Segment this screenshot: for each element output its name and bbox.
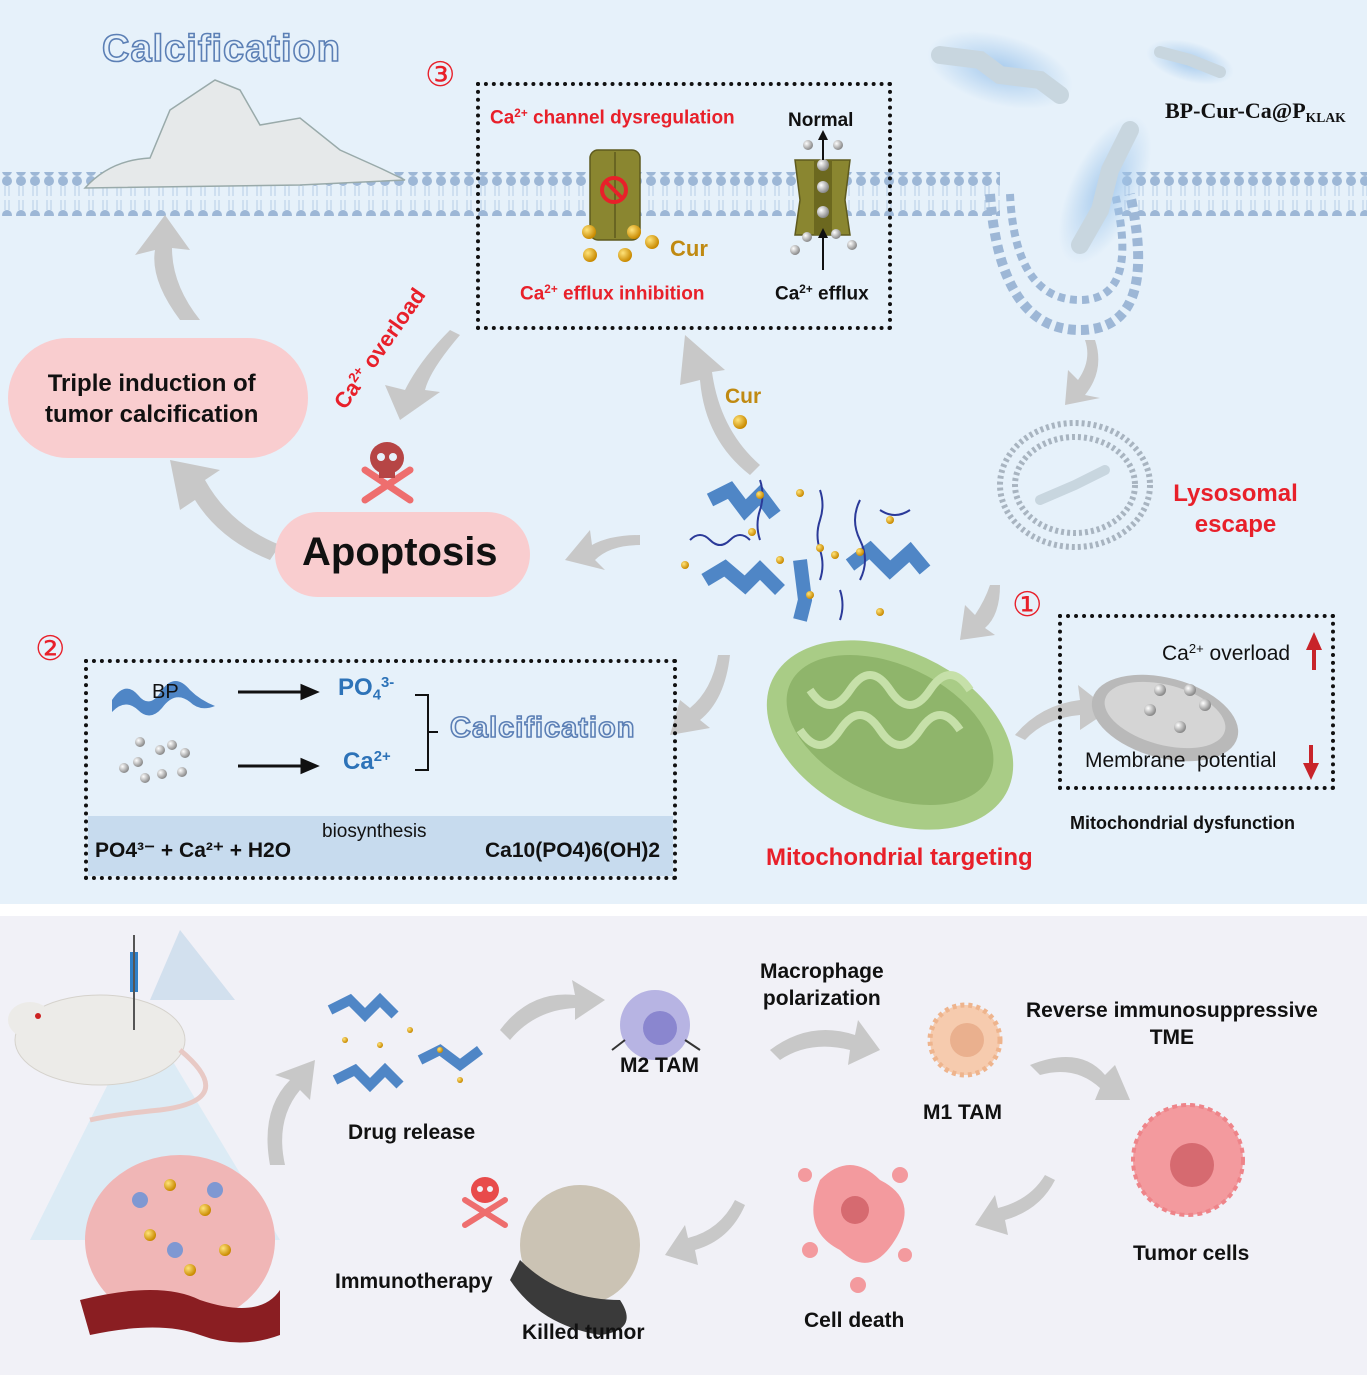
triple-induction-cloud xyxy=(8,338,308,458)
flow-arrows-bottom xyxy=(267,980,1130,1265)
efflux-prefix: Ca xyxy=(775,283,800,305)
step-1-box xyxy=(1058,614,1335,790)
channel-dysregulation-sup: 2+ xyxy=(514,107,528,120)
channel-dysregulation-rest: channel dysregulation xyxy=(527,107,735,129)
efflux-inhibition-prefix: Ca xyxy=(520,283,545,305)
blocked-calcium-channel-icon xyxy=(582,149,659,262)
step-3-box xyxy=(476,82,892,330)
lysosome-icon xyxy=(997,420,1153,550)
macrophage-polarization-label: Macrophage polarization xyxy=(760,958,884,1013)
mitochondrial-targeting-label: Mitochondrial targeting xyxy=(766,844,1033,871)
apoptosis-label: Apoptosis xyxy=(302,530,498,574)
triple-induction-label: Triple induction of tumor calcification xyxy=(45,368,258,430)
drug-release-label: Drug release xyxy=(348,1121,476,1144)
tumor-cell-icon xyxy=(1131,1103,1245,1217)
calcification-step2-label: Calcification xyxy=(449,712,636,744)
drug-release-nanostructure-icon xyxy=(681,415,931,622)
calcium-ion-label-sup: 2+ xyxy=(373,749,391,765)
m2-tam-label: M2 TAM xyxy=(620,1054,699,1077)
bp-label: BP xyxy=(152,681,179,703)
cell-death-label: Cell death xyxy=(804,1309,905,1332)
nanoparticle-label: BP-Cur-Ca@PKLAK xyxy=(1165,100,1346,125)
channel-dysregulation-label: Ca2+ channel dysregulation xyxy=(490,107,735,129)
mitochondrial-dysfunction-label: Mitochondrial dysfunction xyxy=(1070,813,1295,833)
efflux-inhibition-sup: 2+ xyxy=(544,283,558,296)
efflux-inhibition-rest: efflux inhibition xyxy=(557,283,705,305)
step-2-number: ② xyxy=(35,630,66,668)
red-direction-arrows xyxy=(1303,632,1322,780)
black-phosphorus-sheet-icon xyxy=(112,681,215,716)
nanoparticle-label-main: BP-Cur-Ca@P xyxy=(1165,98,1306,123)
efflux-inhibition-label: Ca2+ efflux inhibition xyxy=(520,283,705,305)
m2-macrophage-icon xyxy=(611,990,701,1060)
step-2-box xyxy=(84,659,677,880)
killed-tumor-icon xyxy=(510,1185,640,1335)
skull-crossbones-bottom-icon xyxy=(462,1177,508,1228)
biosynthesis-label: biosynthesis xyxy=(322,821,427,842)
flow-arrows-top xyxy=(135,215,1110,740)
calcium-ions-icon xyxy=(119,737,190,783)
step-3-number: ③ xyxy=(425,56,456,94)
efflux-rest: efflux xyxy=(812,283,869,305)
triple-induction-line1: Triple induction of xyxy=(47,370,256,397)
membrane-potential-label: Membrane potential xyxy=(1085,749,1277,772)
reverse-tme-line1: Reverse immunosuppressive xyxy=(1026,999,1318,1022)
equation-band xyxy=(88,816,673,876)
calcium-ion-label-main: Ca xyxy=(343,748,374,776)
macrophage-polarization-line1: Macrophage xyxy=(760,960,884,983)
calcium-ion-label: Ca2+ xyxy=(343,750,391,774)
equation-left: PO4³⁻ + Ca²⁺ + H2O xyxy=(95,839,292,862)
efflux-sup: 2+ xyxy=(799,283,813,296)
efflux-label: Ca2+ efflux xyxy=(775,283,869,305)
mito-ca-overload-label: Ca2+ overload xyxy=(1162,642,1290,664)
cur-free-label: Cur xyxy=(725,385,762,408)
released-drug-icon xyxy=(327,992,483,1093)
tumor-tissue-icon xyxy=(80,1155,280,1343)
equation-right: Ca10(PO4)6(OH)2 xyxy=(485,839,661,862)
skull-crossbones-icon xyxy=(361,442,414,504)
calcification-title: Calcification xyxy=(101,28,341,70)
mito-ca-overload-prefix: Ca xyxy=(1162,642,1189,666)
mito-ca-overload-sup: 2+ xyxy=(1188,641,1204,656)
calcification-crystal-icon xyxy=(83,79,406,189)
m1-tam-label: M1 TAM xyxy=(923,1101,1002,1124)
tumor-cells-label: Tumor cells xyxy=(1133,1242,1250,1265)
m1-macrophage-icon xyxy=(927,1002,1003,1078)
immunotherapy-label: Immunotherapy xyxy=(335,1270,493,1293)
normal-calcium-channel-icon xyxy=(790,130,857,270)
reverse-tme-label: Reverse immunosuppressive TME xyxy=(1026,997,1318,1052)
channel-dysregulation-prefix: Ca xyxy=(490,107,515,129)
dying-cell-icon xyxy=(798,1165,912,1293)
nanoparticle-icon xyxy=(926,31,1234,264)
phosphate-label: PO43- xyxy=(338,676,394,704)
dysfunctional-mitochondrion-icon xyxy=(1091,674,1239,762)
killed-tumor-label: Killed tumor xyxy=(522,1321,645,1344)
phosphate-label-sup: 3- xyxy=(380,675,395,691)
mitochondrion-icon xyxy=(766,640,1014,830)
lysosomal-escape-label: Lysosomal escape xyxy=(1168,478,1303,540)
triple-induction-line2: tumor calcification xyxy=(45,401,259,429)
nanoparticle-label-sub: KLAK xyxy=(1305,110,1346,126)
lysosomal-escape-line1: Lysosomal xyxy=(1173,480,1298,507)
reverse-tme-line2: TME xyxy=(1149,1026,1195,1050)
normal-label: Normal xyxy=(788,110,854,131)
lysosomal-escape-line2: escape xyxy=(1194,511,1277,539)
mito-ca-overload-rest: overload xyxy=(1203,642,1291,666)
macrophage-polarization-line2: polarization xyxy=(762,987,881,1011)
step-1-number: ① xyxy=(1012,586,1043,624)
cur-label-channel: Cur xyxy=(670,236,708,261)
phosphate-label-main: PO xyxy=(338,674,373,702)
phosphate-label-sub: 4 xyxy=(372,687,381,704)
apoptosis-cloud xyxy=(275,512,530,597)
